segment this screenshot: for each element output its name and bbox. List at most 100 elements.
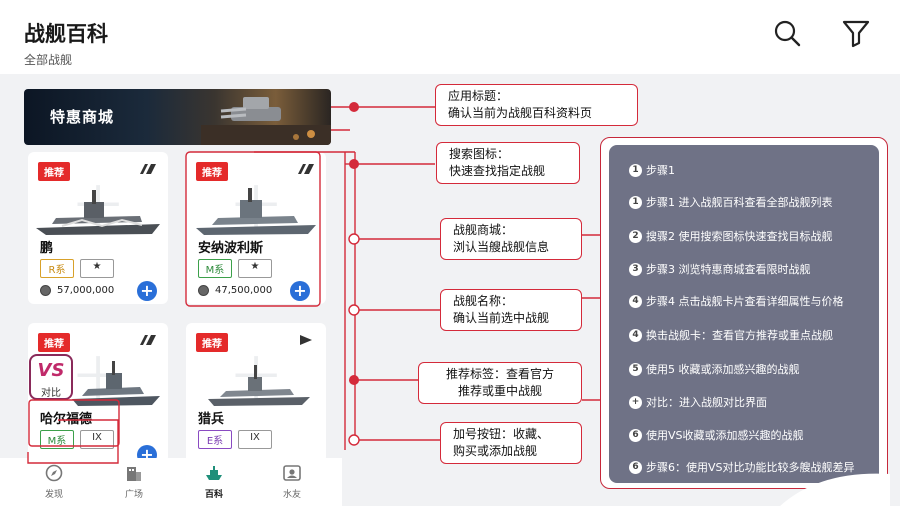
step-text: 换击战舰卡：查看官方推荐或重点战舰 bbox=[646, 329, 833, 342]
step-item: 6 使用VS收藏或添加感兴趣的战舰 bbox=[629, 427, 804, 443]
tier-badge: ★ bbox=[80, 259, 114, 278]
recommend-tag: 推荐 bbox=[38, 333, 70, 352]
vs-compare-button[interactable]: VS 对比 bbox=[29, 354, 73, 400]
ship-image: 十 bbox=[208, 352, 310, 406]
nation-flag-icon bbox=[300, 335, 312, 345]
callout-text: 加号按钮：收藏、 购买或添加战舰 bbox=[453, 427, 550, 458]
step-item: 4 步骤4 点击战舰卡片查看详细属性与价格 bbox=[629, 293, 844, 309]
step-number: + bbox=[629, 395, 642, 409]
coin-icon bbox=[198, 285, 209, 296]
step-number: 4 bbox=[629, 328, 642, 342]
compass-icon bbox=[45, 464, 63, 482]
nav-label: 发现 bbox=[44, 490, 63, 500]
ship-image: 十 bbox=[36, 181, 160, 235]
vs-label: 对比 bbox=[41, 388, 61, 399]
profile-card-icon bbox=[283, 465, 301, 481]
ship-price: 57,000,000 bbox=[57, 285, 115, 296]
nation-flag-icon bbox=[298, 164, 314, 174]
callout-text: 搜索图标： 快速查找指定战舰 bbox=[449, 147, 546, 178]
callout-search-icon: 搜索图标： 快速查找指定战舰 bbox=[436, 142, 580, 184]
ship-name: 安纳波利斯 bbox=[198, 241, 264, 256]
ship-name: 鹏 bbox=[40, 241, 54, 256]
step-number: 2 bbox=[629, 229, 642, 243]
tier-badge: ★ bbox=[238, 259, 272, 278]
nation-flag-icon bbox=[140, 164, 156, 174]
coin-icon bbox=[40, 285, 51, 296]
callout-add-button: 加号按钮：收藏、 购买或添加战舰 bbox=[440, 422, 582, 464]
ship-image: 十 bbox=[196, 181, 316, 235]
nav-label: 百科 bbox=[204, 490, 223, 500]
ship-name: 哈尔福德 bbox=[40, 412, 93, 427]
step-number: 6 bbox=[629, 428, 642, 442]
step-item: + 对比：进入战舰对比界面 bbox=[629, 394, 767, 410]
add-button[interactable]: + bbox=[137, 281, 157, 301]
callout-text: 战舰名称： 确认当前选中战舰 bbox=[453, 294, 550, 325]
step-text: 使用5 收藏或添加感兴趣的战舰 bbox=[646, 363, 800, 376]
callout-text: 应用标题： 确认当前为战舰百科资料页 bbox=[448, 89, 593, 120]
callout-text: 战舰商城： 浏认当艘战舰信息 bbox=[453, 223, 550, 254]
bottom-nav: 发现 广场 百科 水友 bbox=[0, 458, 342, 506]
callout-ship-name: 战舰名称： 确认当前选中战舰 bbox=[440, 289, 582, 331]
step-item: 1 步骤1 进入战舰百科查看全部战舰列表 bbox=[629, 194, 833, 210]
callout-recommend-tag: 推荐标签：查看官方 推荐或重中战舰 bbox=[418, 362, 582, 404]
step-item: 1 步骤1 bbox=[629, 162, 675, 178]
app-header: 战舰百科 全部战舰 bbox=[0, 0, 900, 74]
nav-label: 水友 bbox=[282, 490, 301, 500]
step-item: 2 搜骤2 使用搜索图标快速查找目标战舰 bbox=[629, 228, 833, 244]
ship-card-jaeger[interactable]: 推荐 十 猎兵 E系 IX bbox=[186, 323, 326, 463]
step-text: 步骤1 bbox=[646, 164, 675, 177]
step-number: 1 bbox=[629, 195, 642, 209]
tier-badge: IX bbox=[238, 430, 272, 449]
nav-item-plaza[interactable]: 广场 bbox=[104, 464, 164, 500]
vs-text: VS bbox=[37, 360, 65, 381]
nation-badge: E系 bbox=[198, 430, 232, 449]
page-subtitle: 全部战舰 bbox=[24, 53, 73, 67]
add-button[interactable]: + bbox=[290, 281, 310, 301]
step-text: 步骤4 点击战舰卡片查看详细属性与价格 bbox=[646, 295, 844, 308]
nav-label: 广场 bbox=[124, 490, 143, 500]
nation-badge: M系 bbox=[198, 259, 232, 278]
nav-item-wiki[interactable]: 百科 bbox=[184, 464, 244, 500]
step-item: 3 步骤3 浏览特惠商城查看限时战舰 bbox=[629, 261, 811, 277]
step-text: 使用VS收藏或添加感兴趣的战舰 bbox=[646, 429, 804, 442]
step-text: 步骤6：使用VS对比功能比较多艘战舰差异 bbox=[646, 461, 855, 474]
nation-badge: M系 bbox=[40, 430, 74, 449]
callout-text: 推荐标签：查看官方 推荐或重中战舰 bbox=[445, 367, 554, 398]
step-number: 6 bbox=[629, 460, 642, 474]
nav-item-friends[interactable]: 水友 bbox=[262, 464, 322, 500]
step-text: 步骤3 浏览特惠商城查看限时战舰 bbox=[646, 263, 811, 276]
ship-icon bbox=[206, 466, 222, 480]
banner-title: 特惠商城 bbox=[50, 108, 115, 126]
step-text: 搜骤2 使用搜索图标快速查找目标战舰 bbox=[646, 230, 833, 243]
steps-panel: 1 步骤1 1 步骤1 进入战舰百科查看全部战舰列表 2 搜骤2 使用搜索图标快速查找… bbox=[609, 145, 879, 483]
callout-app-title: 应用标题： 确认当前为战舰百科资料页 bbox=[435, 84, 638, 126]
ship-card-annapolis[interactable]: 推荐 十 安纳波利斯 M系 ★ 47,500,000 + bbox=[186, 152, 326, 304]
step-number: 5 bbox=[629, 362, 642, 376]
building-icon bbox=[127, 467, 141, 481]
nation-flag-icon bbox=[140, 335, 156, 345]
battleship-turret-image bbox=[201, 97, 331, 145]
callout-shop: 战舰商城： 浏认当艘战舰信息 bbox=[440, 218, 582, 260]
step-item: 6 步骤6：使用VS对比功能比较多艘战舰差异 bbox=[629, 459, 855, 475]
special-shop-banner[interactable]: 特惠商城 bbox=[24, 89, 331, 145]
recommend-tag: 推荐 bbox=[196, 162, 228, 181]
nation-badge: R系 bbox=[40, 259, 74, 278]
ship-name: 猎兵 bbox=[198, 412, 225, 427]
step-number: 3 bbox=[629, 262, 642, 276]
ship-card-peng[interactable]: 推荐 十 鹏 R系 ★ 57,000,000 + bbox=[28, 152, 168, 304]
page-title: 战舰百科 bbox=[24, 22, 108, 46]
search-icon[interactable] bbox=[772, 18, 802, 48]
ship-price: 47,500,000 bbox=[215, 285, 273, 296]
step-text: 对比：进入战舰对比界面 bbox=[646, 396, 767, 409]
step-number: 4 bbox=[629, 294, 642, 308]
recommend-tag: 推荐 bbox=[38, 162, 70, 181]
decorative-curve bbox=[780, 473, 890, 506]
tier-badge: IX bbox=[80, 430, 114, 449]
step-text: 步骤1 进入战舰百科查看全部战舰列表 bbox=[646, 196, 833, 209]
filter-icon[interactable] bbox=[841, 18, 871, 48]
recommend-tag: 推荐 bbox=[196, 333, 228, 352]
step-item: 5 使用5 收藏或添加感兴趣的战舰 bbox=[629, 361, 800, 377]
step-item: 4 换击战舰卡：查看官方推荐或重点战舰 bbox=[629, 327, 833, 343]
step-number: 1 bbox=[629, 163, 642, 177]
nav-item-discover[interactable]: 发现 bbox=[24, 464, 84, 500]
